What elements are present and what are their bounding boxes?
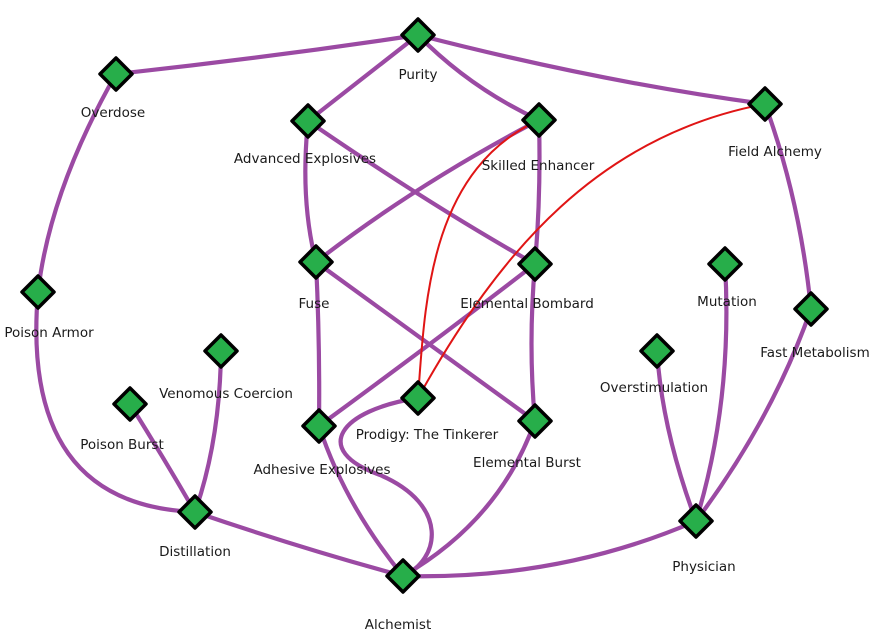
edge-skilled-enhancer-to-fuse <box>313 117 542 265</box>
edge-elemental-bombard-to-adhesive-explosives <box>316 261 538 429</box>
label-overdose: Overdose <box>81 105 145 121</box>
node-prodigy[interactable] <box>400 380 436 416</box>
label-purity: Purity <box>398 67 437 83</box>
label-overstimulation: Overstimulation <box>600 380 708 396</box>
label-mutation: Mutation <box>697 294 757 310</box>
edge-distillation-to-alchemist <box>192 509 406 579</box>
label-alchemist: Alchemist <box>365 617 432 632</box>
label-skilled-enhancer: Skilled Enhancer <box>482 158 595 174</box>
node-venomous-coercion[interactable] <box>203 333 239 369</box>
node-mutation[interactable] <box>707 246 743 282</box>
node-skilled-enhancer[interactable] <box>521 102 557 138</box>
edge-adhesive-explosives-to-alchemist <box>316 423 406 579</box>
node-poison-armor[interactable] <box>20 274 56 310</box>
label-distillation: Distillation <box>159 544 231 560</box>
requirement-layer <box>417 103 766 399</box>
edge-prodigy-to-alchemist <box>338 395 434 579</box>
edge-field-alchemy-to-fast-metabolism <box>762 101 814 312</box>
edge-elemental-bombard-to-elemental-burst <box>529 261 538 424</box>
edge-elemental-burst-to-alchemist <box>400 418 538 579</box>
edge-advanced-explosives-to-fuse <box>303 118 319 265</box>
node-physician[interactable] <box>678 503 714 539</box>
label-field-alchemy: Field Alchemy <box>728 144 822 160</box>
node-field-alchemy[interactable] <box>747 86 783 122</box>
requirement-prodigy-to-field-alchemy <box>417 103 766 399</box>
label-advanced-explosives: Advanced Explosives <box>234 151 376 167</box>
edge-overstimulation-to-physician <box>654 348 699 524</box>
edge-advanced-explosives-to-elemental-bombard <box>305 118 538 267</box>
edge-fuse-to-adhesive-explosives <box>313 259 322 429</box>
edge-fast-metabolism-to-physician <box>693 306 814 524</box>
node-adhesive-explosives[interactable] <box>301 408 337 444</box>
edge-alchemist-to-physician <box>400 518 699 579</box>
label-elemental-burst: Elemental Burst <box>473 455 581 471</box>
label-poison-burst: Poison Burst <box>80 437 164 453</box>
edge-skilled-enhancer-to-elemental-bombard <box>532 117 542 267</box>
node-layer <box>20 17 829 594</box>
node-distillation[interactable] <box>177 494 213 530</box>
edge-mutation-to-physician <box>693 261 729 524</box>
label-fast-metabolism: Fast Metabolism <box>760 345 869 361</box>
label-prodigy: Prodigy: The Tinkerer <box>356 427 499 443</box>
edge-poison-burst-to-distillation <box>127 401 198 515</box>
node-elemental-bombard[interactable] <box>517 246 553 282</box>
label-fuse: Fuse <box>299 296 330 312</box>
label-elemental-bombard: Elemental Bombard <box>460 296 594 312</box>
node-purity[interactable] <box>400 17 436 53</box>
label-venomous-coercion: Venomous Coercion <box>159 386 293 402</box>
node-overdose[interactable] <box>98 56 134 92</box>
label-physician: Physician <box>672 559 735 575</box>
node-overstimulation[interactable] <box>639 333 675 369</box>
node-elemental-burst[interactable] <box>517 403 553 439</box>
edge-venomous-coercion-to-distillation <box>192 348 224 515</box>
edge-overdose-to-poison-armor <box>35 71 119 295</box>
label-poison-armor: Poison Armor <box>4 325 94 341</box>
requirement-prodigy-to-skilled-enhancer <box>417 119 540 399</box>
edge-poison-armor-to-distillation <box>34 289 198 515</box>
node-poison-burst[interactable] <box>112 386 148 422</box>
edge-overdose-to-purity <box>113 32 421 77</box>
edge-purity-to-skilled-enhancer <box>415 32 542 123</box>
edge-purity-to-field-alchemy <box>415 32 768 107</box>
node-advanced-explosives[interactable] <box>290 103 326 139</box>
node-fast-metabolism[interactable] <box>793 291 829 327</box>
node-fuse[interactable] <box>298 244 334 280</box>
label-adhesive-explosives: Adhesive Explosives <box>253 462 390 478</box>
node-alchemist[interactable] <box>385 558 421 594</box>
edge-layer <box>34 32 814 579</box>
